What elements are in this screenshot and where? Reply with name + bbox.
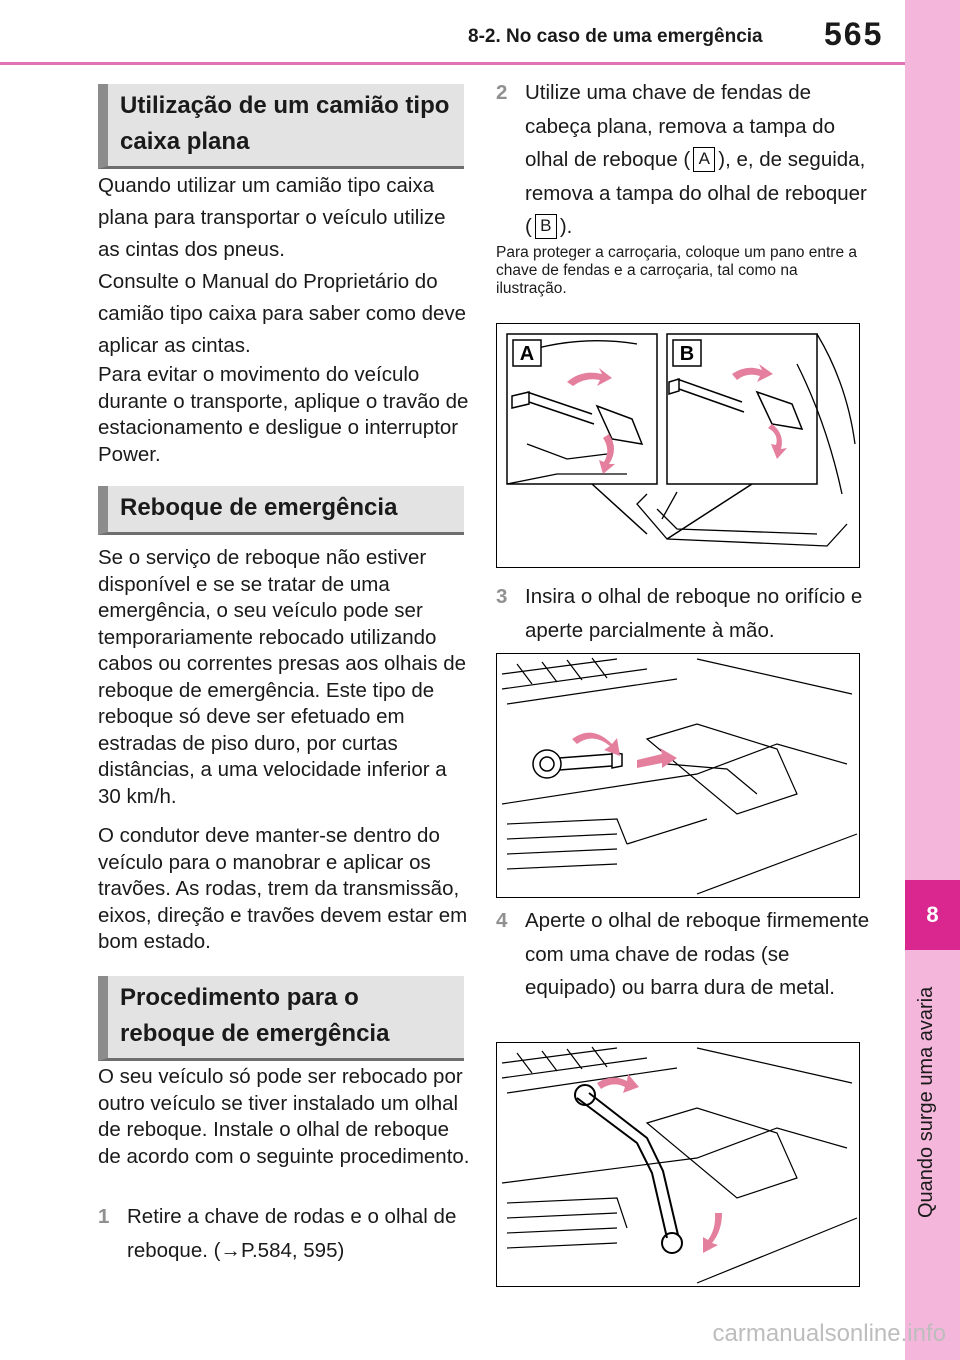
inset-frame-a: [506, 333, 658, 485]
arrow-a-down: [599, 434, 615, 474]
figure-label-a: A: [512, 339, 542, 367]
chapter-side-tab: [905, 0, 960, 1360]
arrow-rotate: [572, 732, 620, 756]
step-2: 2 Utilize uma chave de fendas de cabeça …: [496, 76, 872, 246]
paragraph-emergency-towing: Se o serviço de reboque não estiver disp…: [98, 546, 467, 808]
step-3: 3 Insira o olhal de reboque no orifício …: [496, 580, 872, 650]
header-rule: [0, 62, 905, 65]
illustration-tighten-eyelet: [496, 1042, 860, 1287]
section-heading-emergency-towing: Reboque de emergência: [98, 486, 464, 535]
section-heading-towing-procedure: Procedimento para o reboque de emergênci…: [98, 976, 464, 1061]
inset-frame-b: [666, 333, 818, 485]
header-section-title: 8-2. No caso de uma emergência: [468, 26, 763, 47]
tow-eyelet: [532, 749, 623, 779]
step-number: 3: [496, 585, 508, 608]
arrow-turn-bottom: [703, 1213, 722, 1253]
step-1: 1 Retire a chave de rodas e o olhal de r…: [98, 1200, 474, 1310]
chapter-number-badge: 8: [905, 880, 960, 950]
insert-eyelet-drawing: [501, 657, 858, 895]
page-number: 565: [824, 16, 884, 52]
callout-label-b: B: [534, 214, 557, 239]
arrow-b-down: [768, 424, 787, 459]
step-number: 1: [98, 1205, 110, 1228]
step-number: 2: [496, 81, 508, 104]
section-heading-flatbed: Utilização de um camião tipo caixa plana: [98, 84, 464, 169]
step-2-text-part2: ), e, de seguida, remova a tampa do olha…: [525, 148, 867, 238]
paragraph-towing-procedure: O seu veículo só pode ser rebocado por o…: [98, 1065, 470, 1168]
paragraph-driver-requirements: O condutor deve manter-se dentro do veíc…: [98, 824, 468, 953]
step-text: Retire a chave de rodas e o olhal de reb…: [127, 1205, 457, 1262]
note-protect-body: Para proteger a carroçaria, coloque um p…: [496, 244, 858, 297]
figure-label-b: B: [672, 339, 702, 367]
cover-removal-drawing: A B: [506, 333, 856, 547]
step-2-text-part1: Utilize uma chave de fendas de cabeça pl…: [525, 81, 835, 171]
illustration-cover-removal: A B: [496, 323, 860, 568]
paragraph-flatbed-brake: Para evitar o movimento do veículo duran…: [98, 363, 469, 466]
svg-text:B: B: [680, 343, 694, 365]
arrow-a-up: [567, 368, 612, 386]
watermark: carmanualsonline.info: [712, 1320, 946, 1347]
tighten-eyelet-drawing: [501, 1046, 858, 1284]
callout-label-a: A: [693, 147, 716, 172]
step-4: 4 Aperte o olhal de reboque firmemente c…: [496, 904, 872, 1034]
arrow-turn-top: [597, 1074, 639, 1093]
paragraph-flatbed-straps: Quando utilizar um camião tipo caixa pla…: [98, 174, 446, 261]
arrow-insert: [637, 748, 677, 768]
illustration-insert-eyelet: [496, 653, 860, 898]
arrow-b-up: [732, 364, 773, 382]
step-text: Utilize uma chave de fendas de cabeça pl…: [525, 76, 870, 244]
paragraph-flatbed-manual: Consulte o Manual do Proprietário do cam…: [98, 270, 467, 357]
step-text: Aperte o olhal de reboque firmemente com…: [525, 909, 870, 999]
step-2-text-part3: ).: [559, 215, 573, 238]
svg-text:A: A: [520, 343, 534, 365]
wheel-wrench: [574, 1084, 683, 1254]
step-number: 4: [496, 909, 508, 932]
chapter-title-vertical: Quando surge uma avaria: [915, 986, 937, 1218]
step-text: Insira o olhal de reboque no orifício e …: [525, 585, 863, 642]
